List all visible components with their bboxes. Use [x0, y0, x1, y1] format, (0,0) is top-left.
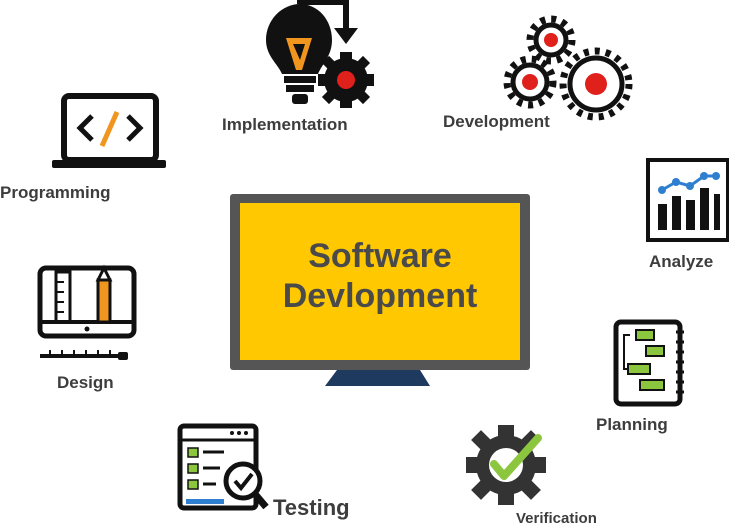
- node-label-programming: Programming: [0, 183, 111, 202]
- node-label-verification: Verification: [516, 510, 597, 527]
- node-label-development: Development: [443, 112, 550, 131]
- node-label-analyze: Analyze: [649, 252, 714, 271]
- center-title-line2: Devlopment: [282, 277, 478, 315]
- node-label-testing: Testing: [273, 495, 350, 520]
- node-label-implementation: Implementation: [222, 115, 348, 134]
- center-title: Software Devlopment: [240, 236, 520, 316]
- node-label-design: Design: [57, 373, 114, 392]
- center-title-line1: Software: [308, 237, 452, 275]
- node-label-planning: Planning: [596, 415, 668, 434]
